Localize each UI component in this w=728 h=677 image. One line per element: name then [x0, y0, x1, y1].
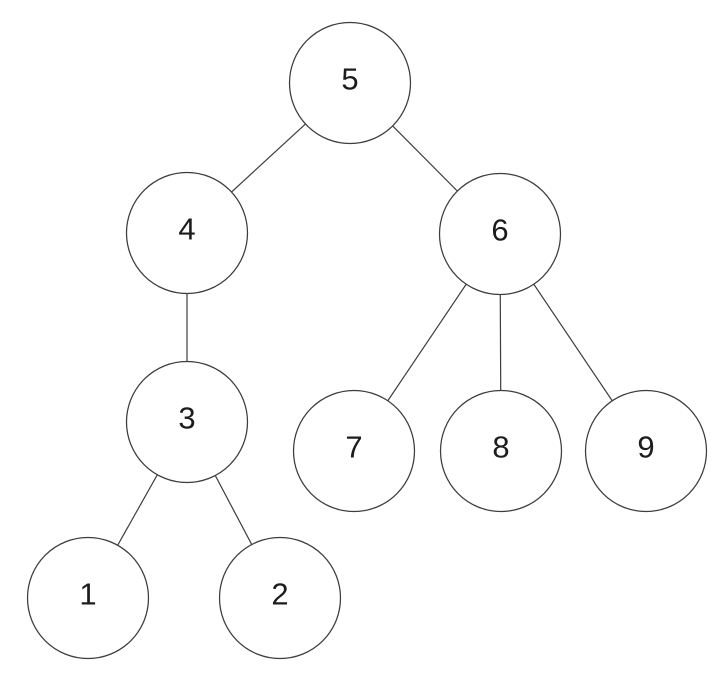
tree-node-label-5: 5	[341, 62, 358, 97]
tree-node-label-4: 4	[178, 212, 195, 247]
tree-node-circle-5	[288, 21, 412, 145]
tree-node-label-3: 3	[178, 401, 195, 436]
tree-node-label-7: 7	[345, 430, 362, 465]
tree-node-3: 3	[125, 360, 249, 484]
tree-node-circle-6	[438, 172, 562, 296]
tree-node-9: 9	[584, 389, 708, 513]
tree-node-circle-3	[125, 360, 249, 484]
tree-node-label-6: 6	[491, 213, 508, 248]
tree-node-1: 1	[26, 536, 150, 660]
tree-node-5: 5	[288, 21, 412, 145]
tree-node-4: 4	[125, 171, 249, 295]
tree-node-circle-4	[125, 171, 249, 295]
tree-node-label-9: 9	[637, 430, 654, 465]
tree-node-circle-8	[439, 389, 563, 513]
tree-node-2: 2	[218, 536, 342, 660]
tree-node-circle-1	[26, 536, 150, 660]
tree-node-label-1: 1	[79, 577, 96, 612]
tree-node-8: 8	[439, 389, 563, 513]
tree-node-circle-9	[584, 389, 708, 513]
tree-node-label-2: 2	[271, 577, 288, 612]
tree-node-circle-7	[292, 389, 416, 513]
tree-node-label-8: 8	[492, 430, 509, 465]
tree-node-7: 7	[292, 389, 416, 513]
tree-node-circle-2	[218, 536, 342, 660]
tree-node-6: 6	[438, 172, 562, 296]
